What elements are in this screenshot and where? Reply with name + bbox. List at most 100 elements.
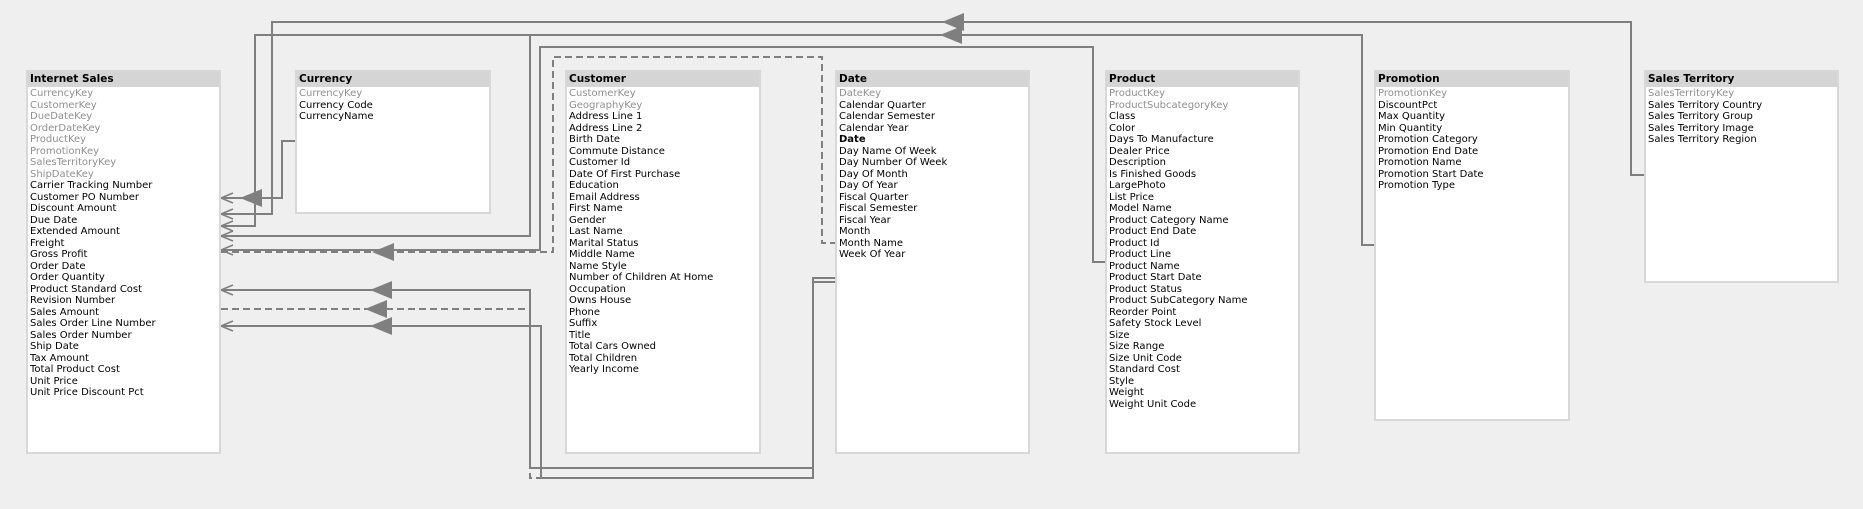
column-item[interactable]: Sales Order Number	[30, 329, 132, 341]
column-item[interactable]: Fiscal Year	[839, 214, 891, 226]
column-item[interactable]: Currency Code	[299, 99, 373, 111]
column-item[interactable]: Color	[1109, 122, 1136, 134]
column-item[interactable]: Size Range	[1109, 341, 1165, 352]
column-item[interactable]: Day Name Of Week	[839, 145, 937, 157]
column-item[interactable]: DueDateKey	[30, 111, 93, 122]
column-item[interactable]: List Price	[1109, 191, 1155, 203]
column-item[interactable]: DiscountPct	[1378, 99, 1438, 111]
column-item[interactable]: Order Date	[30, 260, 86, 272]
column-item[interactable]: Gender	[569, 214, 606, 226]
column-item[interactable]: Name Style	[569, 260, 627, 272]
column-item[interactable]: Product Category Name	[1109, 214, 1229, 226]
column-item[interactable]: SalesTerritoryKey	[1648, 88, 1735, 99]
column-item[interactable]: Promotion Start Date	[1378, 168, 1484, 180]
column-item[interactable]: Gross Profit	[30, 249, 88, 260]
column-item[interactable]: Suffix	[569, 318, 598, 329]
column-item[interactable]: Days To Manufacture	[1109, 134, 1214, 145]
column-item[interactable]: Last Name	[569, 226, 623, 237]
column-item[interactable]: Month Name	[839, 237, 904, 249]
relationship-line-currency[interactable]	[221, 140, 295, 199]
column-item[interactable]: Customer Id	[569, 157, 631, 168]
column-item[interactable]: Occupation	[569, 283, 626, 295]
column-item[interactable]: Marital Status	[569, 237, 639, 249]
table-header[interactable]: Currency	[297, 72, 489, 87]
column-item[interactable]: Tax Amount	[30, 352, 89, 364]
column-item[interactable]: OrderDateKey	[30, 122, 101, 134]
table-header[interactable]: Internet Sales	[28, 72, 219, 87]
column-item[interactable]: Size	[1109, 329, 1130, 341]
column-item[interactable]: Phone	[569, 306, 600, 318]
column-item[interactable]: PromotionKey	[30, 145, 100, 157]
column-item[interactable]: LargePhoto	[1109, 180, 1166, 191]
column-item[interactable]: Dealer Price	[1109, 145, 1170, 157]
column-item[interactable]: Month	[839, 226, 871, 237]
column-item[interactable]: Promotion Category	[1378, 134, 1478, 145]
column-item[interactable]: ShipDateKey	[30, 168, 94, 180]
column-item[interactable]: Unit Price Discount Pct	[30, 387, 144, 398]
column-item[interactable]: Day Of Month	[839, 168, 908, 180]
column-item[interactable]: CurrencyKey	[30, 88, 94, 99]
column-item[interactable]: Promotion End Date	[1378, 145, 1479, 157]
column-item[interactable]: Product Standard Cost	[30, 283, 143, 295]
column-item[interactable]: Owns House	[569, 295, 632, 306]
column-item[interactable]: Reorder Point	[1109, 306, 1177, 318]
column-item[interactable]: Date Of First Purchase	[569, 168, 681, 180]
column-item[interactable]: Promotion Type	[1378, 180, 1456, 191]
column-item[interactable]: Sales Territory Group	[1648, 111, 1753, 122]
column-item[interactable]: Email Address	[569, 191, 640, 203]
column-item[interactable]: Calendar Semester	[839, 111, 935, 122]
column-item[interactable]: Calendar Quarter	[839, 99, 926, 111]
column-item[interactable]: Ship Date	[30, 341, 79, 352]
column-item[interactable]: CustomerKey	[30, 99, 97, 111]
column-item[interactable]: CurrencyKey	[299, 88, 363, 99]
column-item[interactable]: First Name	[569, 203, 623, 214]
column-item[interactable]: Product Status	[1109, 283, 1183, 295]
column-item[interactable]: Fiscal Semester	[839, 203, 918, 214]
column-item[interactable]: Model Name	[1109, 203, 1172, 214]
column-item[interactable]: Product End Date	[1109, 226, 1197, 237]
column-item[interactable]: Due Date	[30, 214, 78, 226]
column-item[interactable]: SalesTerritoryKey	[30, 157, 117, 168]
column-item[interactable]: Address Line 1	[569, 111, 643, 122]
column-item[interactable]: Order Quantity	[30, 272, 105, 283]
column-item[interactable]: CurrencyName	[299, 111, 374, 122]
column-item[interactable]: Day Of Year	[839, 180, 898, 191]
column-item[interactable]: Day Number Of Week	[839, 157, 948, 168]
column-item[interactable]: Total Cars Owned	[569, 341, 657, 352]
column-item[interactable]: Weight	[1109, 387, 1144, 398]
column-item[interactable]: PromotionKey	[1378, 88, 1448, 99]
column-item[interactable]: Product Id	[1109, 237, 1160, 249]
column-item[interactable]: Total Children	[569, 352, 638, 364]
column-item[interactable]: Education	[569, 180, 619, 191]
column-item[interactable]: Discount Amount	[30, 203, 117, 214]
column-item[interactable]: ProductSubcategoryKey	[1109, 99, 1229, 111]
column-item[interactable]: Product Name	[1109, 260, 1180, 272]
column-item[interactable]: GeographyKey	[569, 99, 643, 111]
column-item[interactable]: Birth Date	[569, 134, 621, 145]
column-item[interactable]: CustomerKey	[569, 88, 636, 99]
column-item[interactable]: Total Product Cost	[30, 364, 120, 375]
column-item[interactable]: Extended Amount	[30, 226, 120, 237]
column-item[interactable]: Product Line	[1109, 249, 1171, 260]
column-item[interactable]: Unit Price	[30, 375, 78, 387]
column-item[interactable]: Min Quantity	[1378, 122, 1443, 134]
column-item[interactable]: Commute Distance	[569, 145, 665, 157]
table-header[interactable]: Promotion	[1376, 72, 1568, 87]
column-item[interactable]: Sales Territory Country	[1648, 99, 1763, 111]
column-item[interactable]: Style	[1109, 375, 1135, 387]
column-item[interactable]: Customer PO Number	[30, 191, 140, 203]
column-item[interactable]: Product SubCategory Name	[1109, 295, 1248, 306]
column-item[interactable]: Middle Name	[569, 249, 635, 260]
table-header[interactable]: Date	[837, 72, 1028, 87]
column-item[interactable]: Calendar Year	[839, 122, 909, 134]
column-item[interactable]: Address Line 2	[569, 122, 643, 134]
column-item[interactable]: Description	[1109, 157, 1166, 168]
column-item[interactable]: Product Start Date	[1109, 272, 1202, 283]
table-header[interactable]: Customer	[567, 72, 759, 87]
